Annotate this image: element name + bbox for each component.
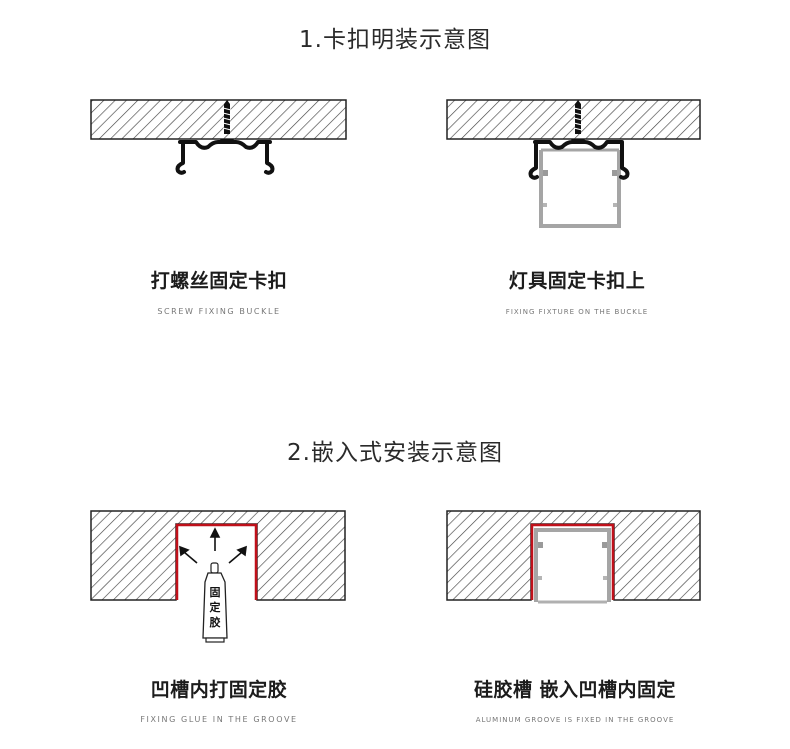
section-title-recessed-mount: 2.嵌入式安装示意图	[287, 440, 503, 466]
glue-layer	[175, 523, 258, 600]
caption-en-glue-in-groove: FIXING GLUE IN THE GROOVE	[140, 715, 298, 724]
caption-screw-fixing-buckle: 打螺丝固定卡扣	[150, 270, 288, 292]
caption-glue-in-groove: 凹槽内打固定胶	[150, 679, 288, 701]
section-title-surface-mount: 1.卡扣明装示意图	[299, 27, 491, 53]
ceiling-board	[90, 99, 347, 140]
buckle-clip	[528, 140, 630, 180]
caption-en-aluminum-in-groove: ALUMINUM GROOVE IS FIXED IN THE GROOVE	[475, 716, 675, 724]
arrow-icons	[179, 527, 247, 564]
aluminum-in-groove-diagram	[446, 510, 701, 604]
screw-fixing-buckle-diagram	[90, 99, 347, 175]
aluminum-profile	[539, 150, 621, 228]
ceiling-board	[446, 99, 701, 140]
buckle-clip	[175, 140, 275, 175]
caption-fixture-on-buckle: 灯具固定卡扣上	[508, 270, 646, 292]
glue-tube-label-char: 固	[209, 586, 221, 599]
glue-layer	[530, 523, 615, 600]
caption-aluminum-in-groove: 硅胶槽 嵌入凹槽内固定	[473, 679, 677, 701]
fixture-on-buckle-diagram	[446, 99, 701, 228]
caption-en-screw-fixing-buckle: SCREW FIXING BUCKLE	[157, 307, 281, 316]
caption-en-fixture-on-buckle: FIXING FIXTURE ON THE BUCKLE	[505, 308, 649, 316]
glue-tube-label: 固 定 胶	[206, 585, 224, 630]
glue-tube-label-char: 定	[209, 601, 221, 614]
aluminum-profile	[534, 528, 611, 602]
glue-tube-label-char: 胶	[209, 616, 221, 629]
glue-tube-icon	[202, 562, 228, 643]
glue-in-groove-diagram	[90, 510, 346, 643]
